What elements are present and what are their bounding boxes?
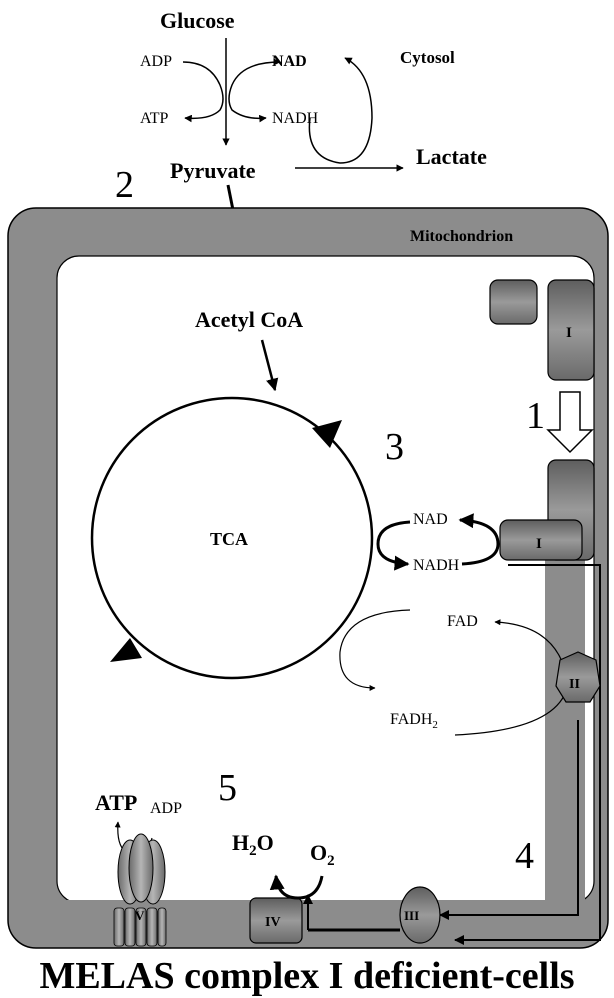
- complex-iii-label: III: [404, 908, 419, 923]
- nad-nadh-arrow-right: [458, 513, 500, 566]
- tca-cycle: [90, 396, 374, 680]
- acetyl-coa-arrow: [260, 339, 279, 392]
- complex-ii: [555, 651, 601, 703]
- mitochondrion: [7, 207, 609, 949]
- nad-cytosol-label: NAD: [272, 53, 307, 70]
- complex-ii-label: II: [569, 677, 580, 692]
- complex-i-upper: [547, 279, 595, 381]
- tca-arrowhead-bottom: [110, 638, 142, 662]
- step-2-number: 2: [115, 164, 134, 206]
- complex-i-lower-label: I: [536, 536, 542, 552]
- complex-iv-label: IV: [265, 915, 281, 930]
- complex-v-label: V: [135, 908, 145, 923]
- step-1-number: 1: [526, 395, 545, 437]
- adp-matrix-label: ADP: [150, 800, 182, 817]
- electron-flow-lines: [303, 564, 601, 945]
- mitochondrion-label: Mitochondrion: [410, 228, 513, 245]
- inner-membrane-strip: [57, 900, 594, 914]
- h2o-label: H2O: [232, 830, 274, 859]
- tca-label: TCA: [210, 529, 248, 549]
- nad-matrix-label: NAD: [413, 511, 448, 528]
- nadh-cycle-left: [376, 520, 411, 571]
- o2-label: O2: [310, 840, 335, 869]
- mitochondrial-matrix: [56, 255, 595, 904]
- complex-i-upper-label: I: [566, 325, 572, 341]
- complex-iv: [249, 897, 303, 944]
- pyruvate-label: Pyruvate: [170, 158, 256, 183]
- nadh-matrix-label: NADH: [413, 557, 460, 574]
- step-3-number: 3: [385, 426, 404, 468]
- oxygen-reduction-arrow: [269, 874, 324, 900]
- acetyl-coa-label: Acetyl CoA: [195, 307, 303, 332]
- complex-iii: [399, 886, 441, 944]
- tca-arrowhead-top: [312, 420, 342, 448]
- diagram-title: MELAS complex I deficient-cells: [39, 955, 574, 997]
- step-5-number: 5: [218, 767, 237, 809]
- step-4-number: 4: [515, 835, 534, 877]
- fad-label: FAD: [447, 613, 478, 630]
- glucose-label: Glucose: [160, 8, 235, 33]
- complex-v: [113, 833, 167, 947]
- complex-i-small-block: [489, 279, 538, 325]
- complex-i-assembly-arrow: [546, 391, 594, 454]
- adp-cytosol-label: ADP: [140, 53, 172, 70]
- atp-cytosol-label: ATP: [140, 110, 169, 127]
- complex-i-lower: [499, 519, 583, 561]
- cytosol-label: Cytosol: [400, 48, 455, 67]
- lactate-label: Lactate: [416, 144, 487, 169]
- atp-matrix-label: ATP: [95, 790, 137, 815]
- nadh-cytosol-label: NADH: [272, 110, 319, 127]
- fad-cycle-arrow: [339, 609, 411, 691]
- fadh2-label: FADH2: [390, 711, 438, 731]
